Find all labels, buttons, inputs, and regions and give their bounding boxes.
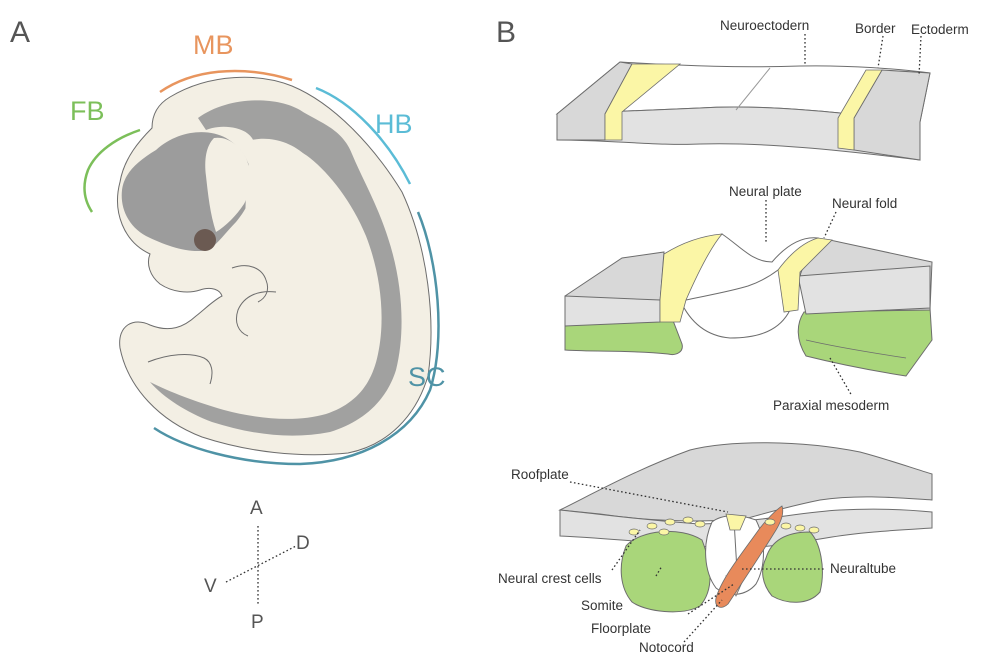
crest-cell xyxy=(809,527,819,533)
crest-cell xyxy=(665,519,675,525)
label-floorplate: Floorplate xyxy=(591,621,651,636)
axis-posterior: P xyxy=(251,612,264,633)
left-ectoderm-front xyxy=(565,296,660,326)
stage-3-neural-tube xyxy=(560,443,932,612)
label-neural-fold: Neural fold xyxy=(832,196,897,211)
axis-compass: A P D V xyxy=(204,498,310,633)
crest-cell xyxy=(647,523,657,529)
axis-dorsal: D xyxy=(296,533,310,554)
label-fb: FB xyxy=(70,96,105,126)
crest-cell xyxy=(795,525,805,531)
label-neural-plate: Neural plate xyxy=(729,184,802,199)
label-notocord: Notocord xyxy=(639,640,694,655)
panel-b-letter: B xyxy=(496,16,516,49)
label-neuroectoderm: Neuroectodern xyxy=(720,18,809,33)
label-somite: Somite xyxy=(581,598,623,613)
crest-cell xyxy=(765,519,775,525)
label-border: Border xyxy=(855,21,896,36)
crest-cell xyxy=(659,529,669,535)
crest-cell xyxy=(683,517,693,523)
label-sc: SC xyxy=(408,362,446,392)
axis-ventral: V xyxy=(204,576,217,597)
label-neuraltube: Neuraltube xyxy=(830,561,896,576)
stage-2-neural-fold xyxy=(565,234,932,376)
left-somite xyxy=(621,531,710,611)
label-mb: MB xyxy=(193,30,234,60)
embryo-eye xyxy=(194,229,216,251)
label-hb: HB xyxy=(375,109,413,139)
label-paraxial-mesoderm: Paraxial mesoderm xyxy=(773,398,889,413)
label-ectoderm: Ectoderm xyxy=(911,22,969,37)
axis-anterior: A xyxy=(250,498,263,519)
crest-cell xyxy=(781,523,791,529)
stage-1-neural-plate-slab xyxy=(557,62,930,160)
label-neural-crest-cells: Neural crest cells xyxy=(498,571,602,586)
label-roofplate: Roofplate xyxy=(511,467,569,482)
crest-cell xyxy=(695,521,705,527)
right-mesoderm xyxy=(798,308,932,376)
panel-a-letter: A xyxy=(10,16,30,49)
